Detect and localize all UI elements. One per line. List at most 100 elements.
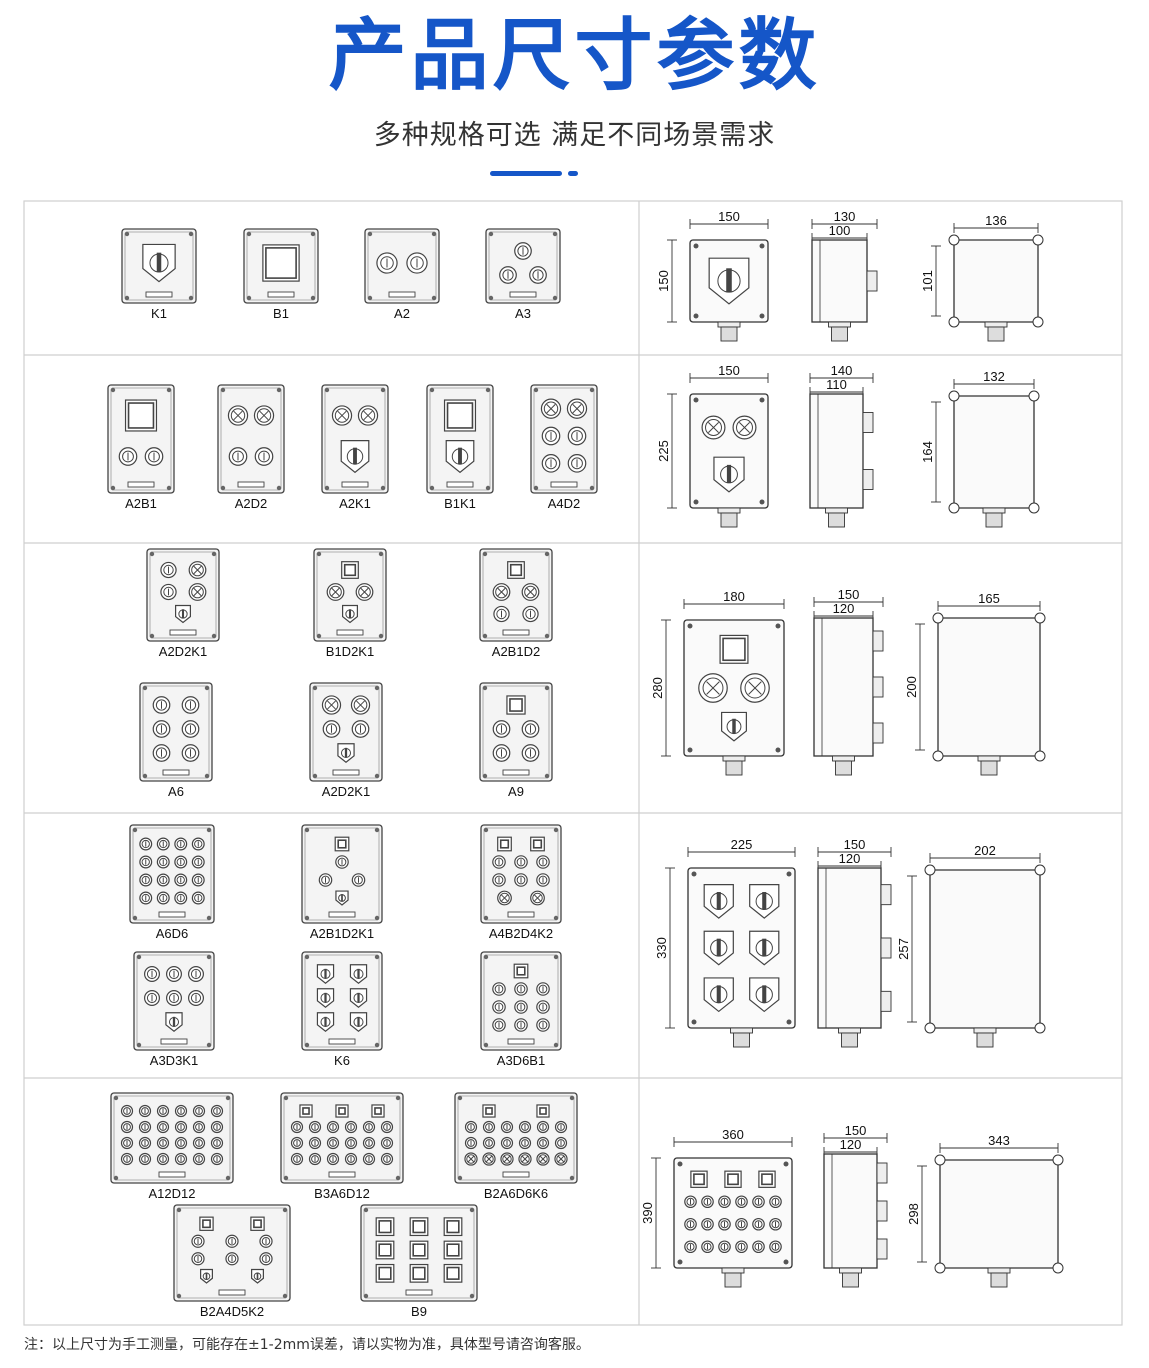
push-button-ring [737,1242,746,1251]
screw-icon [693,397,699,403]
model-label: B2A6D6K6 [484,1186,548,1201]
push-button-ring [311,1123,319,1131]
screw-icon [380,387,386,393]
screw-icon [276,485,282,491]
screw-icon [759,313,765,319]
side-actuator [876,1200,888,1222]
meter-window-icon [409,1240,429,1260]
screw-icon [374,685,380,691]
cable-gland-body [724,1272,742,1288]
front-width-label: 225 [731,837,753,852]
push-button-ring [123,1123,131,1131]
screw-icon [204,685,210,691]
push-button-ring [720,1197,729,1206]
indicator-lamp-cross [331,587,340,597]
enclosure-flange [304,827,380,921]
model-3-2: A4B2D4K2 [480,824,562,941]
push-button-ring [485,1139,493,1147]
screw-icon [691,1019,697,1025]
meter-window-icon [335,1104,349,1118]
screw-icon [544,685,550,691]
screw-icon [482,773,488,779]
push-button-ring [538,857,548,867]
push-button-ring [141,857,150,867]
push-button-ring [177,1139,185,1147]
selector-switch-handle [458,447,462,465]
push-button-ring [703,1197,712,1206]
meter-window-icon [758,1170,776,1188]
enclosure-flange [363,1207,475,1299]
side-actuator [872,630,884,652]
nameplate [341,481,369,488]
indicator-lamp-cross [706,681,720,695]
model-label: A2K1 [339,496,371,511]
meter-window-inner [343,563,357,577]
front-width-label: 360 [722,1127,744,1142]
front-height-label: 390 [640,1202,655,1224]
meter-window-icon [497,836,512,852]
mounting-hole-icon [1034,612,1046,624]
screw-icon [324,387,330,393]
enclosure-flange [149,551,217,639]
screw-icon [206,915,212,921]
meter-window-icon [409,1217,429,1237]
back-view [953,395,1035,509]
selector-switch-handle [324,1016,327,1027]
screw-icon [786,871,792,877]
push-button-ring [176,839,185,849]
screw-icon [553,915,559,921]
screw-icon [374,827,380,833]
nameplate [218,1289,246,1296]
screw-icon [488,231,494,237]
screw-icon [483,827,489,833]
push-button-ring [495,723,508,735]
screw-icon [783,1259,789,1265]
screw-icon [589,387,595,393]
cable-gland-body [980,760,998,776]
model-label: B3A6D12 [314,1186,370,1201]
meter-window-icon [375,1263,395,1283]
side-actuator [876,1238,888,1260]
cable-gland-body [720,512,738,528]
push-button-ring [325,723,338,735]
cable-gland-body [720,326,738,342]
indicator-lamp-cross [259,410,269,421]
push-button-ring [347,1123,355,1131]
push-button-ring [494,1020,504,1030]
mounting-hole-icon [932,612,944,624]
indicator-lamp-cross [572,404,582,414]
model-label: A9 [508,784,524,799]
screw-icon [693,499,699,505]
push-button-ring [177,1123,185,1131]
back-height-label: 101 [920,270,935,292]
screw-icon [367,231,373,237]
cable-gland-icon [828,321,851,328]
cable-gland-icon [839,1267,862,1274]
nameplate [502,769,530,776]
screw-icon [282,1293,288,1299]
meter-window-icon [513,963,529,979]
nameplate [332,769,360,776]
nameplate [388,291,416,298]
indicator-lamp-cross [363,410,373,421]
push-button-ring [232,450,244,463]
indicator-lamp-ring [538,1154,548,1164]
enclosure-body [530,384,598,494]
model-label: A6 [168,784,184,799]
model-3-0: A6D6 [129,824,215,941]
model-2-5: A9 [479,682,553,799]
nameplate [237,481,265,488]
nameplate [509,291,537,298]
screw-icon [380,485,386,491]
enclosure-flange [304,954,380,1048]
indicator-lamp-cross [557,1155,565,1163]
nameplate [550,481,578,488]
push-button-ring [176,857,185,867]
push-button-ring [159,1139,167,1147]
screw-icon [483,915,489,921]
meter-window-inner [532,839,543,849]
enclosure-flange [316,551,384,639]
meter-window-icon [299,1104,313,1118]
side-body-label: 120 [833,601,855,616]
nameplate [446,481,474,488]
